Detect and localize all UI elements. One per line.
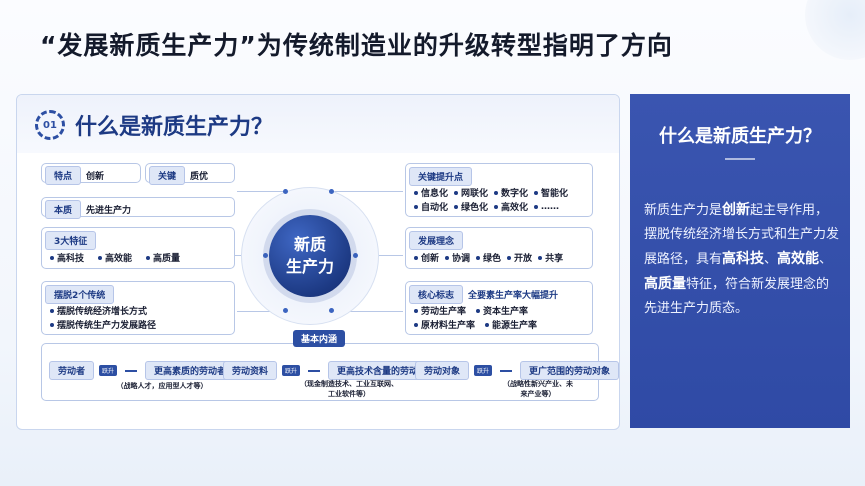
upgrade-item: 信息化	[414, 186, 448, 199]
core-item: 能源生产率	[485, 318, 537, 331]
concept-item: 开放	[507, 251, 532, 264]
basic-group-3: 劳动对象 跃升 更广范围的劳动对象	[415, 361, 619, 380]
basic-note: （现金制造技术、工业互联网、工业软件等）	[300, 380, 398, 398]
concept-box: 发展理念 创新 协调 绿色 开放 共享	[405, 227, 593, 269]
connector-line	[333, 191, 403, 192]
core-item: 原材料生产率	[414, 318, 475, 331]
node-dot	[283, 189, 288, 194]
basic-from: 劳动资料	[223, 361, 278, 380]
core-item: 劳动生产率	[414, 304, 466, 317]
tag-benzhi: 本质	[45, 200, 82, 219]
core-box: 核心标志 全要素生产率大幅提升 劳动生产率 资本生产率 原材料生产率 能源生产率	[405, 281, 593, 335]
feature-box-tedian: 特点 创新	[41, 163, 141, 185]
gear-icon: 01	[35, 110, 65, 140]
panel-bold: 创新	[722, 202, 751, 218]
basic-to: 更广范围的劳动对象	[520, 361, 619, 380]
panel-text: 特征，符合新发展理念的先进生产力质态。	[644, 277, 830, 316]
upgrade-item: ……	[534, 202, 559, 212]
node-dot	[353, 253, 358, 258]
panel-bold: 高质量	[644, 276, 686, 292]
upgrade-arrow-icon: 跃升	[282, 365, 301, 376]
basic-to: 更高素质的劳动者	[145, 361, 236, 380]
center-line-2: 生产力	[285, 257, 334, 276]
connector-line	[237, 191, 287, 192]
tag-concept: 发展理念	[409, 231, 464, 250]
upgrade-item: 数字化	[494, 186, 528, 199]
feature-box-guanjian: 关键 质优	[145, 163, 235, 185]
concept-item: 创新	[414, 251, 439, 264]
basic-note: （战略性新兴产业、未来产业等）	[503, 380, 573, 398]
diagram-title: 什么是新质生产力？	[75, 115, 274, 140]
tag-basic: 基本内涵	[293, 330, 346, 347]
center-line-1: 新质	[293, 235, 326, 254]
panel-text: 、	[764, 252, 778, 267]
basic-connotation-box	[41, 343, 599, 401]
feature-item: 高科技	[50, 251, 84, 264]
connector-line	[333, 311, 403, 312]
arrow-line	[308, 369, 321, 372]
center-circle: 新质 生产力	[269, 215, 351, 297]
basic-group-2: 劳动资料 跃升 更高技术含量的劳动资料	[223, 361, 446, 380]
upgrade-item: 绿色化	[454, 200, 488, 213]
basic-from: 劳动者	[49, 361, 95, 380]
arrow-line	[500, 369, 513, 372]
feature-box-benzhi: 本质 先进生产力	[41, 197, 235, 219]
slide-title: “发展新质生产力”为传统制造业的升级转型指明了方向	[40, 31, 673, 60]
diagram-banner	[17, 95, 619, 153]
tag-core: 核心标志	[409, 285, 464, 304]
tradition-box: 摆脱2个传统 摆脱传统经济增长方式 摆脱传统生产力发展路径	[41, 281, 235, 335]
concept-item: 共享	[538, 251, 563, 264]
upgrade-item: 网联化	[454, 186, 488, 199]
feature-item: 高质量	[146, 251, 180, 264]
upgrade-item: 自动化	[414, 200, 448, 213]
connector-line	[237, 311, 287, 312]
tradition-item: 摆脱传统生产力发展路径	[50, 318, 156, 331]
diagram-card: 01 什么是新质生产力？ 新质 生产力 特点 创新 关键 质优 本质 先进生产力	[16, 94, 620, 430]
panel-body: 新质生产力是创新起主导作用，摆脱传统经济增长方式和生产力发展路径，具有高科技、高…	[644, 198, 840, 321]
basic-tag-wrapper: 基本内涵	[293, 327, 346, 347]
node-dot	[263, 253, 268, 258]
features-box: 3大特征 高科技 高效能 高质量	[41, 227, 235, 269]
panel-text: 新质生产力是	[644, 203, 723, 218]
tag-upgrade: 关键提升点	[409, 167, 473, 186]
upgrade-arrow-icon: 跃升	[474, 365, 493, 376]
panel-bold: 高效能	[777, 251, 820, 267]
guanjian-value: 质优	[190, 172, 209, 182]
panel-title: 什么是新质生产力？	[659, 126, 821, 147]
node-dot	[283, 308, 288, 313]
basic-from: 劳动对象	[415, 361, 470, 380]
corner-decoration	[805, 0, 865, 60]
tag-tedian: 特点	[45, 166, 82, 185]
upgrade-item: 智能化	[534, 186, 568, 199]
feature-item: 高效能	[98, 251, 132, 264]
node-dot	[329, 308, 334, 313]
tradition-item: 摆脱传统经济增长方式	[50, 304, 147, 317]
definition-panel: 什么是新质生产力？ 新质生产力是创新起主导作用，摆脱传统经济增长方式和生产力发展…	[630, 94, 850, 428]
connector-line	[207, 255, 267, 256]
tedian-value: 创新	[86, 172, 105, 182]
gear-number: 01	[43, 119, 57, 131]
upgrade-box: 关键提升点 信息化 网联化 数字化 智能化 自动化 绿色化 高效化 ……	[405, 163, 593, 217]
basic-note: （战略人才，应用型人才等）	[116, 382, 208, 390]
benzhi-value: 先进生产力	[86, 206, 132, 216]
core-headline: 全要素生产率大幅提升	[468, 291, 559, 301]
upgrade-arrow-icon: 跃升	[99, 365, 118, 376]
panel-text: 、	[819, 252, 833, 267]
arrow-line	[125, 369, 138, 372]
concept-item: 协调	[445, 251, 470, 264]
concept-item: 绿色	[476, 251, 501, 264]
core-item: 资本生产率	[476, 304, 528, 317]
panel-text: 起主导作用，摆脱传统经济增长方式和生产力发展路径，具有	[644, 203, 840, 267]
node-dot	[329, 189, 334, 194]
panel-divider	[725, 158, 755, 160]
basic-group-1: 劳动者 跃升 更高素质的劳动者	[49, 361, 236, 380]
upgrade-item: 高效化	[494, 200, 528, 213]
tag-tradition: 摆脱2个传统	[45, 285, 115, 304]
tag-features: 3大特征	[45, 231, 97, 250]
panel-bold: 高科技	[722, 251, 765, 267]
tag-guanjian: 关键	[149, 166, 186, 185]
